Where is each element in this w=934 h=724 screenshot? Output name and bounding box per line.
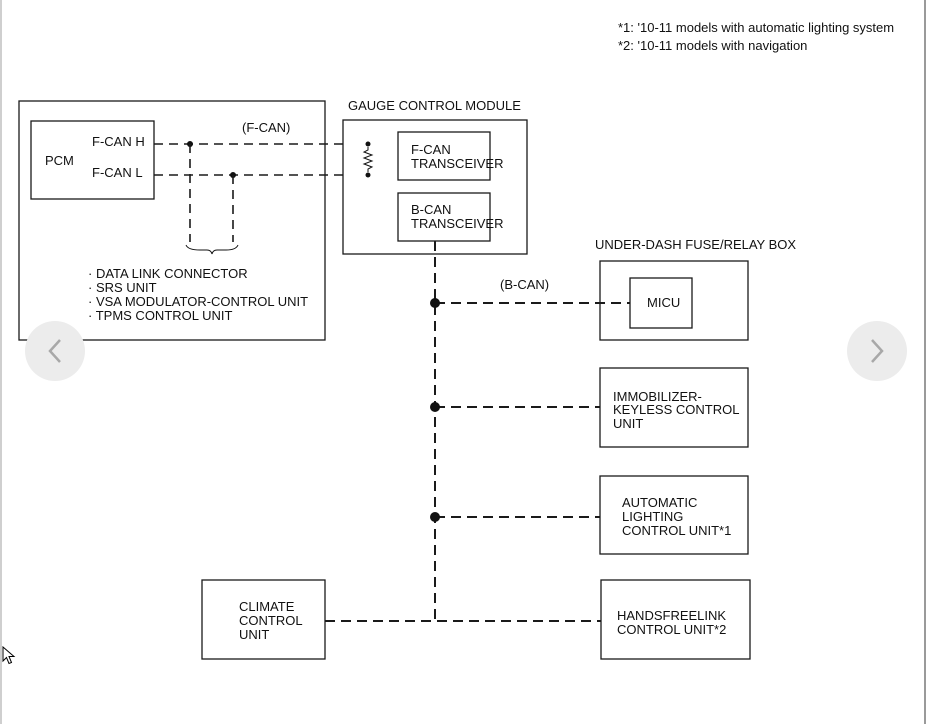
immobilizer-junction (430, 402, 440, 412)
handsfree-line1: HANDSFREELINK (617, 608, 726, 623)
fcan-h-label: F-CAN H (92, 134, 145, 149)
climate-line1: CLIMATE (239, 599, 295, 614)
bcan-transceiver-line2: TRANSCEIVER (411, 216, 503, 231)
climate-line3: UNIT (239, 627, 269, 642)
fcan-transceiver-box (397, 131, 491, 181)
climate-line2: CONTROL (239, 613, 303, 628)
resistor-top-node (365, 141, 371, 147)
handsfree-box (600, 579, 751, 660)
auto-lighting-line1: AUTOMATIC (622, 495, 697, 510)
fcan-bus-label: (F-CAN) (242, 120, 290, 135)
pcm-label: PCM (45, 153, 74, 168)
bcan-transceiver-box (397, 192, 491, 242)
next-button[interactable] (847, 321, 907, 381)
auto-lighting-line3: CONTROL UNIT*1 (622, 523, 731, 538)
footnote-2: *2: '10-11 models with navigation (618, 38, 807, 53)
connector-brace (185, 244, 239, 255)
bcan-bus-label: (B-CAN) (500, 277, 549, 292)
handsfree-line2: CONTROL UNIT*2 (617, 622, 726, 637)
micu-label: MICU (647, 295, 680, 310)
connected-unit-2: · SRS UNIT (88, 280, 157, 295)
immobilizer-line1: IMMOBILIZER- (613, 389, 702, 404)
viewer-left-edge (0, 0, 2, 724)
auto-lighting-line2: LIGHTING (622, 509, 683, 524)
footnote-1: *1: '10-11 models with automatic lightin… (618, 20, 894, 35)
pcm-box (30, 120, 155, 200)
termination-resistor-icon (362, 147, 374, 172)
fcan-transceiver-line2: TRANSCEIVER (411, 156, 503, 171)
connected-unit-1: · DATA LINK CONNECTOR (88, 266, 248, 281)
mouse-cursor-icon (2, 646, 16, 665)
climate-box (201, 579, 326, 660)
immobilizer-line3: UNIT (613, 416, 643, 431)
chevron-left-icon (48, 339, 61, 363)
fcan-l-label: F-CAN L (92, 165, 143, 180)
gauge-module-title: GAUGE CONTROL MODULE (348, 98, 521, 113)
micu-junction (430, 298, 440, 308)
auto-lighting-junction (430, 512, 440, 522)
fuse-box-title: UNDER-DASH FUSE/RELAY BOX (595, 237, 796, 252)
fcan-transceiver-line1: F-CAN (411, 142, 451, 157)
connected-unit-3: · VSA MODULATOR-CONTROL UNIT (88, 294, 308, 309)
auto-lighting-box (599, 475, 749, 555)
resistor-bottom-node (365, 172, 371, 178)
bcan-transceiver-line1: B-CAN (411, 202, 451, 217)
connected-unit-4: · TPMS CONTROL UNIT (88, 308, 233, 323)
immobilizer-line2: KEYLESS CONTROL (613, 402, 739, 417)
immobilizer-box (599, 367, 749, 448)
previous-button[interactable] (25, 321, 85, 381)
chevron-right-icon (871, 339, 884, 363)
